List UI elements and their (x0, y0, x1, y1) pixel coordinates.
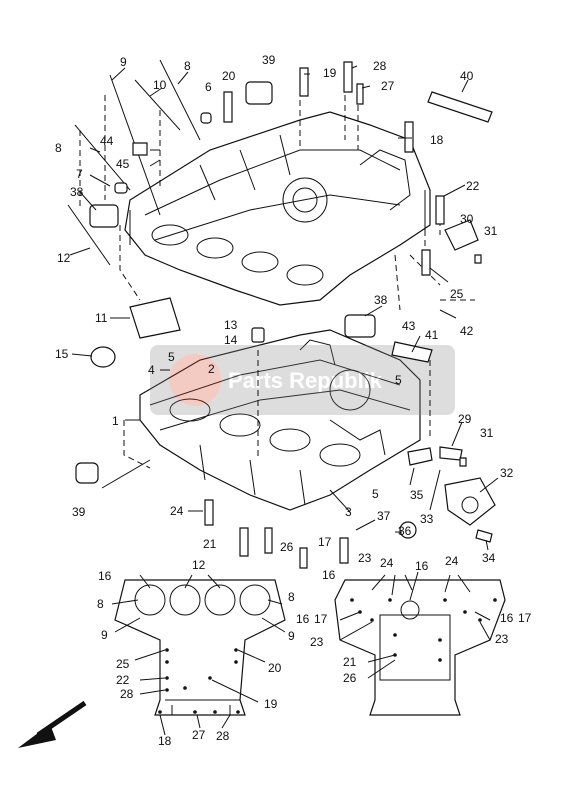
callout-label: 19 (264, 697, 278, 711)
callout-label: 20 (222, 69, 236, 83)
svg-text:Parts Republik: Parts Republik (228, 368, 383, 393)
callout-label: 28 (120, 687, 134, 701)
callout-label: 8 (97, 597, 104, 611)
callout-label: 31 (484, 224, 498, 238)
callout-label: 28 (216, 729, 230, 743)
callout-label: 42 (460, 324, 474, 338)
callout-label: 23 (310, 635, 324, 649)
callout-label: 29 (458, 412, 472, 426)
callout-label: 13 (224, 318, 238, 332)
callout-label: 40 (460, 69, 474, 83)
callout-label: 30 (460, 212, 474, 226)
callout-label: 27 (192, 728, 206, 742)
callout-label: 16 (296, 612, 310, 626)
callout-label: 39 (262, 53, 276, 67)
watermark: Parts Republik (150, 345, 455, 415)
callout-label: 31 (480, 426, 494, 440)
callout-label: 16 (98, 569, 112, 583)
callout-label: 28 (373, 59, 387, 73)
callout-label: 7 (76, 167, 83, 181)
small-parts (67, 59, 496, 569)
callout-label: 18 (430, 133, 444, 147)
callout-label: 38 (70, 185, 84, 199)
callout-label: 33 (420, 512, 434, 526)
callout-label: 24 (445, 554, 459, 568)
callout-label: 9 (288, 629, 295, 643)
callout-label: 16 (500, 611, 514, 625)
callout-label: 37 (377, 509, 391, 523)
callout-label: 44 (100, 134, 114, 148)
callout-label: 14 (224, 333, 238, 347)
callout-label: 32 (500, 466, 514, 480)
callout-label: 8 (288, 590, 295, 604)
callout-label: 27 (381, 79, 395, 93)
callout-label: 41 (425, 328, 439, 342)
front-direction-arrow-icon (18, 700, 87, 748)
callout-label: 17 (318, 535, 332, 549)
callout-labels: 9 8 39 19 28 40 20 6 10 27 8 44 45 7 18 … (55, 53, 532, 748)
callout-label: 9 (120, 55, 127, 69)
callout-label: 1 (112, 414, 119, 428)
callout-label: 22 (116, 673, 130, 687)
callout-label: 19 (323, 66, 337, 80)
callout-label: 21 (343, 655, 357, 669)
callout-label: 25 (450, 287, 464, 301)
lower-crankcase (139, 329, 421, 511)
callout-label: 9 (101, 628, 108, 642)
upper-crankcase (124, 111, 431, 306)
callout-label: 34 (482, 551, 496, 565)
callout-label: 26 (280, 540, 294, 554)
callout-label: 18 (158, 734, 172, 748)
callout-label: 43 (402, 319, 416, 333)
callout-label: 23 (495, 632, 509, 646)
callout-label: 15 (55, 347, 69, 361)
callout-label: 2 (208, 362, 215, 376)
callout-label: 8 (55, 141, 62, 155)
callout-label: 5 (372, 487, 379, 501)
callout-label: 12 (192, 558, 206, 572)
callout-label: 39 (72, 505, 86, 519)
callout-label: 24 (380, 556, 394, 570)
callout-label: 24 (170, 504, 184, 518)
callout-label: 8 (184, 59, 191, 73)
callout-label: 17 (518, 611, 532, 625)
callout-label: 35 (410, 488, 424, 502)
callout-label: 6 (205, 80, 212, 94)
callout-label: 17 (314, 612, 328, 626)
callout-label: 12 (57, 251, 71, 265)
callout-label: 16 (322, 568, 336, 582)
callout-label: 5 (168, 350, 175, 364)
callout-label: 20 (268, 661, 282, 675)
callout-label: 10 (153, 78, 167, 92)
callout-label: 36 (398, 524, 412, 538)
callout-label: 23 (358, 551, 372, 565)
callout-label: 26 (343, 671, 357, 685)
callout-label: 45 (116, 157, 130, 171)
callout-label: 5 (395, 373, 402, 387)
upper-case-top-view (111, 574, 286, 736)
callout-label: 25 (116, 657, 130, 671)
callout-label: 38 (374, 293, 388, 307)
leader-lines (69, 65, 499, 551)
lower-case-bottom-view (334, 571, 506, 716)
callout-label: 11 (95, 311, 108, 325)
callout-label: 22 (466, 179, 480, 193)
callout-label: 16 (415, 559, 429, 573)
callout-label: 3 (345, 505, 352, 519)
callout-label: 21 (203, 537, 217, 551)
callout-label: 4 (148, 363, 155, 377)
